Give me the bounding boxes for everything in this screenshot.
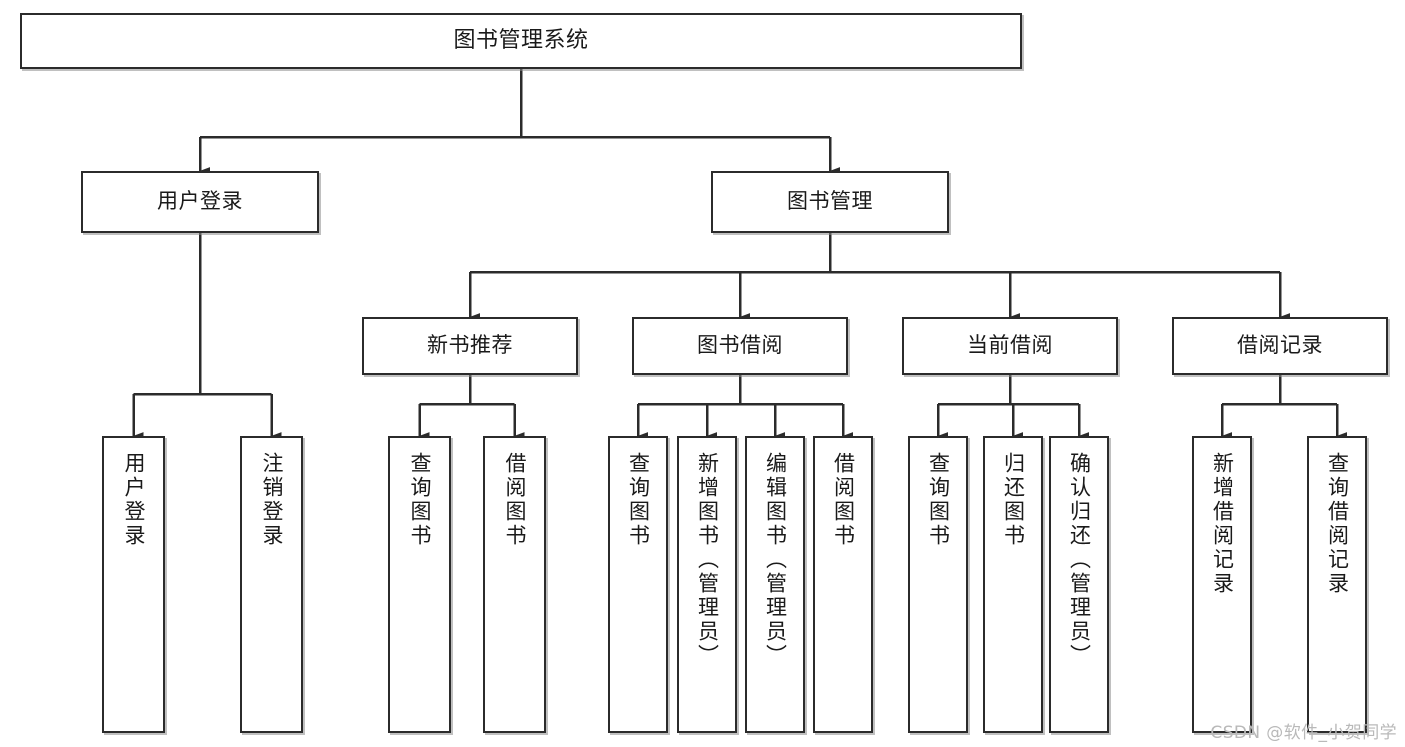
connector-currentborrow-to-leaves — [936, 375, 1090, 440]
node-label: 注销登录 — [260, 452, 284, 548]
node-label: 当前借阅 — [967, 333, 1053, 358]
node-label: 查询图书 — [626, 452, 651, 548]
node-label: 用户登录 — [122, 452, 146, 548]
node-label: 图书管理系统 — [453, 28, 589, 54]
node-leaf-borrow-book-rec[interactable]: 借阅图书 — [483, 436, 546, 733]
node-leaf-query-book-rec[interactable]: 查询图书 — [388, 436, 451, 733]
node-label: 确认归还（管理员） — [1067, 452, 1092, 668]
node-leaf-user-logout[interactable]: 注销登录 — [240, 436, 303, 733]
node-label: 用户登录 — [157, 189, 243, 214]
node-leaf-query-book-borrow[interactable]: 查询图书 — [608, 436, 668, 733]
node-label: 查询借阅记录 — [1325, 452, 1350, 596]
node-user-login[interactable]: 用户登录 — [81, 171, 319, 233]
connector-bookborrow-to-leaves — [636, 375, 854, 440]
node-label: 图书借阅 — [697, 333, 783, 358]
node-label: 新增图书（管理员） — [695, 452, 720, 668]
connector-root-to-level1 — [198, 69, 841, 175]
connector-userlogin-to-leaves — [132, 233, 282, 440]
node-leaf-confirm-return[interactable]: 确认归还（管理员） — [1049, 436, 1109, 733]
node-leaf-add-record[interactable]: 新增借阅记录 — [1192, 436, 1252, 733]
node-leaf-user-login[interactable]: 用户登录 — [102, 436, 165, 733]
node-label: 查询图书 — [408, 452, 432, 548]
node-label: 查询图书 — [926, 452, 951, 548]
node-leaf-edit-book[interactable]: 编辑图书（管理员） — [745, 436, 805, 733]
connector-newbookrec-to-leaves — [418, 375, 525, 440]
node-label: 归还图书 — [1001, 452, 1026, 548]
node-label: 借阅图书 — [831, 452, 856, 548]
node-current-borrow[interactable]: 当前借阅 — [902, 317, 1118, 375]
node-new-book-rec[interactable]: 新书推荐 — [362, 317, 578, 375]
node-label: 借阅图书 — [503, 452, 527, 548]
node-leaf-return-book[interactable]: 归还图书 — [983, 436, 1043, 733]
node-book-manage[interactable]: 图书管理 — [711, 171, 949, 233]
connector-borrowrecord-to-leaves — [1220, 375, 1348, 440]
node-label: 图书管理 — [787, 189, 873, 214]
node-leaf-query-book-cur[interactable]: 查询图书 — [908, 436, 968, 733]
node-label: 借阅记录 — [1237, 333, 1323, 358]
node-root[interactable]: 图书管理系统 — [20, 13, 1022, 69]
node-book-borrow[interactable]: 图书借阅 — [632, 317, 848, 375]
node-label: 新书推荐 — [427, 333, 513, 358]
node-borrow-record[interactable]: 借阅记录 — [1172, 317, 1388, 375]
node-leaf-query-record[interactable]: 查询借阅记录 — [1307, 436, 1367, 733]
node-label: 编辑图书（管理员） — [763, 452, 788, 668]
node-leaf-borrow-book[interactable]: 借阅图书 — [813, 436, 873, 733]
connector-group — [132, 69, 1348, 440]
connector-bookmanage-to-level2 — [468, 233, 1291, 321]
node-leaf-add-book[interactable]: 新增图书（管理员） — [677, 436, 737, 733]
node-label: 新增借阅记录 — [1210, 452, 1235, 596]
